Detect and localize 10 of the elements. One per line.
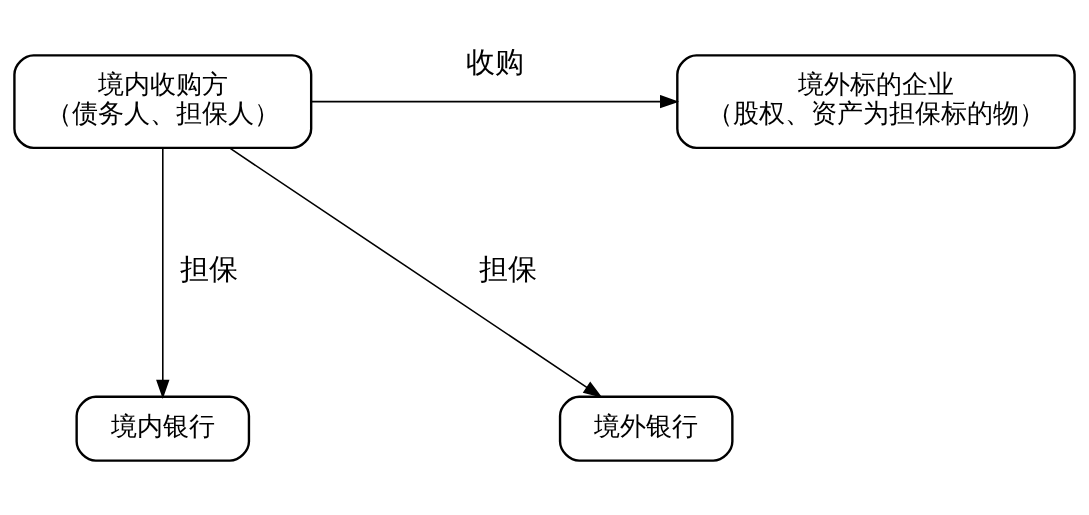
- node-box: 境内收购方 （债务人、担保人）: [13, 53, 313, 149]
- edge-label: 收购: [465, 44, 524, 79]
- arrow: [310, 94, 680, 108]
- arrow: [228, 146, 603, 398]
- node-box: 境内银行: [75, 395, 251, 462]
- node-box: 境外标的企业 （股权、资产为担保标的物）: [676, 53, 1076, 149]
- edge-label: 担保: [479, 251, 538, 286]
- arrow: [156, 147, 170, 399]
- node-box: 境外银行: [558, 395, 734, 462]
- edge-label: 担保: [179, 251, 238, 286]
